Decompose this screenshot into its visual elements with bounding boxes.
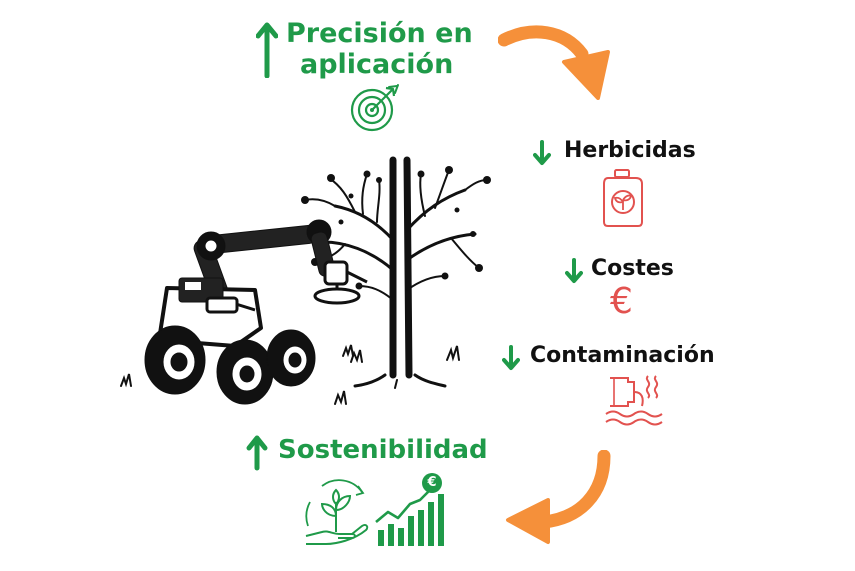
sostenibilidad-label: Sostenibilidad — [278, 435, 488, 465]
euro-icon: € — [610, 281, 633, 322]
down-arrow-contaminacion-icon — [502, 345, 520, 370]
orange-curved-arrow-bottom-icon — [506, 450, 611, 544]
down-arrow-herbicidas-icon — [533, 140, 551, 165]
orange-curved-arrow-top-icon — [498, 25, 610, 100]
up-arrow-sostenibilidad-icon — [246, 435, 268, 471]
down-arrow-costes-icon — [565, 258, 583, 283]
herbicidas-label: Herbicidas — [564, 138, 696, 163]
robot-tractor-icon — [144, 277, 316, 405]
plant-in-hand-icon — [305, 479, 369, 545]
target-icon — [350, 84, 399, 132]
robot-tractor-tree-illustration — [120, 156, 491, 406]
costes-label: Costes — [591, 256, 674, 281]
growth-chart-icon — [375, 473, 444, 546]
contaminacion-label: Contaminación — [530, 343, 715, 368]
euro-badge-icon: € — [427, 475, 437, 490]
up-arrow-icon — [256, 22, 278, 78]
precision-label-line2: aplicación — [300, 49, 454, 80]
herbicide-can-icon — [603, 169, 643, 227]
pollution-pipe-icon — [605, 375, 663, 426]
precision-label-line1: Precisión en — [286, 18, 473, 49]
